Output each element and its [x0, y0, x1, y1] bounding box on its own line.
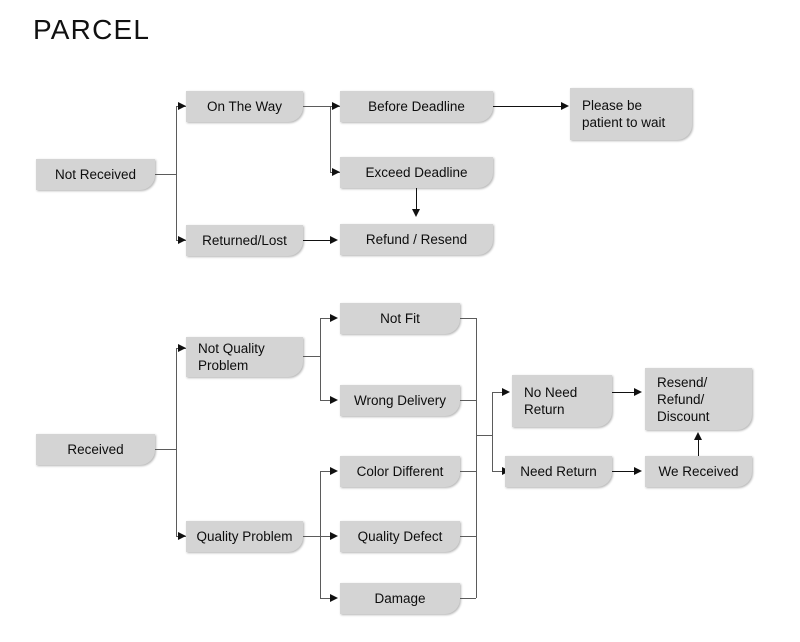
arrowhead-no-need-return-to-resend	[634, 387, 642, 396]
node-please-be-patient[interactable]: Please be patient to wait	[570, 88, 692, 140]
edge-color-different-merge	[460, 471, 476, 472]
arrowhead-to-on-the-way	[178, 101, 186, 110]
edge-to-please-be-patient	[493, 106, 565, 107]
edge-returned-lost-to-refund	[303, 240, 331, 241]
arrowhead-to-quality-defect	[330, 531, 338, 540]
edge-not-quality-problem-bus	[320, 318, 321, 400]
edge-quality-problem-bus	[320, 471, 321, 598]
edge-wrong-delivery-merge	[460, 400, 476, 401]
node-we-received[interactable]: We Received	[645, 456, 752, 487]
node-not-received[interactable]: Not Received	[36, 159, 155, 190]
arrowhead-to-not-quality-problem	[178, 343, 186, 352]
edge-merge-bus	[476, 318, 477, 598]
arrowhead-to-color-different	[330, 466, 338, 475]
arrowhead-we-received-to-resend	[693, 432, 702, 440]
node-quality-problem[interactable]: Quality Problem	[186, 521, 303, 552]
arrowhead-to-damage	[330, 593, 338, 602]
edge-to-no-need-return	[492, 392, 502, 393]
edge-on-the-way-stub	[303, 106, 330, 107]
edge-to-need-return	[492, 471, 502, 472]
node-no-need-return[interactable]: No Need Return	[512, 375, 612, 427]
page-title: PARCEL	[33, 14, 151, 45]
node-received[interactable]: Received	[36, 434, 155, 465]
edge-received-bus	[176, 348, 177, 536]
edge-not-fit-merge	[460, 318, 476, 319]
edge-not-received-stub	[155, 174, 176, 175]
arrowhead-to-returned-lost	[178, 235, 186, 244]
edge-not-received-bus	[176, 106, 177, 240]
edge-to-color-different	[320, 471, 330, 472]
node-on-the-way[interactable]: On The Way	[186, 91, 303, 122]
arrowhead-need-return-to-we-received	[634, 466, 642, 475]
edge-quality-problem-stub	[303, 536, 320, 537]
edge-exceed-to-refund	[416, 188, 417, 210]
edge-no-need-return-to-resend	[612, 392, 636, 393]
edge-to-not-fit	[320, 318, 330, 319]
node-refund-resend[interactable]: Refund / Resend	[340, 224, 493, 255]
edge-on-the-way-bus	[330, 106, 331, 172]
edge-quality-defect-merge	[460, 536, 476, 537]
node-resend-refund-discount[interactable]: Resend/ Refund/ Discount	[645, 368, 752, 430]
node-before-deadline[interactable]: Before Deadline	[340, 91, 493, 122]
node-color-different[interactable]: Color Different	[340, 456, 460, 487]
node-need-return[interactable]: Need Return	[505, 456, 612, 487]
node-exceed-deadline[interactable]: Exceed Deadline	[340, 157, 493, 188]
node-wrong-delivery[interactable]: Wrong Delivery	[340, 385, 460, 416]
node-returned-lost[interactable]: Returned/Lost	[186, 225, 303, 256]
arrowhead-to-exceed-deadline	[332, 167, 340, 176]
node-damage[interactable]: Damage	[340, 583, 460, 614]
arrowhead-to-please-be-patient	[561, 101, 569, 110]
edge-to-wrong-delivery	[320, 400, 330, 401]
edge-damage-merge	[460, 598, 476, 599]
node-quality-defect[interactable]: Quality Defect	[340, 521, 460, 552]
arrowhead-to-no-need-return	[502, 387, 510, 396]
edge-not-quality-problem-stub	[303, 356, 320, 357]
edge-merge-split-stub	[476, 435, 492, 436]
arrowhead-to-before-deadline	[332, 101, 340, 110]
edge-we-received-to-resend	[698, 440, 699, 456]
arrowhead-to-wrong-delivery	[330, 395, 338, 404]
edge-to-quality-defect	[320, 536, 330, 537]
node-not-fit[interactable]: Not Fit	[340, 303, 460, 334]
arrowhead-exceed-to-refund	[411, 209, 420, 217]
arrowhead-to-quality-problem	[178, 531, 186, 540]
edge-split-bus	[492, 392, 493, 471]
arrowhead-to-not-fit	[330, 313, 338, 322]
edge-received-stub	[155, 449, 176, 450]
edge-to-damage	[320, 598, 330, 599]
edge-need-return-to-we-received	[612, 471, 636, 472]
arrowhead-returned-lost-to-refund	[330, 235, 338, 244]
node-not-quality-problem[interactable]: Not Quality Problem	[186, 337, 303, 377]
